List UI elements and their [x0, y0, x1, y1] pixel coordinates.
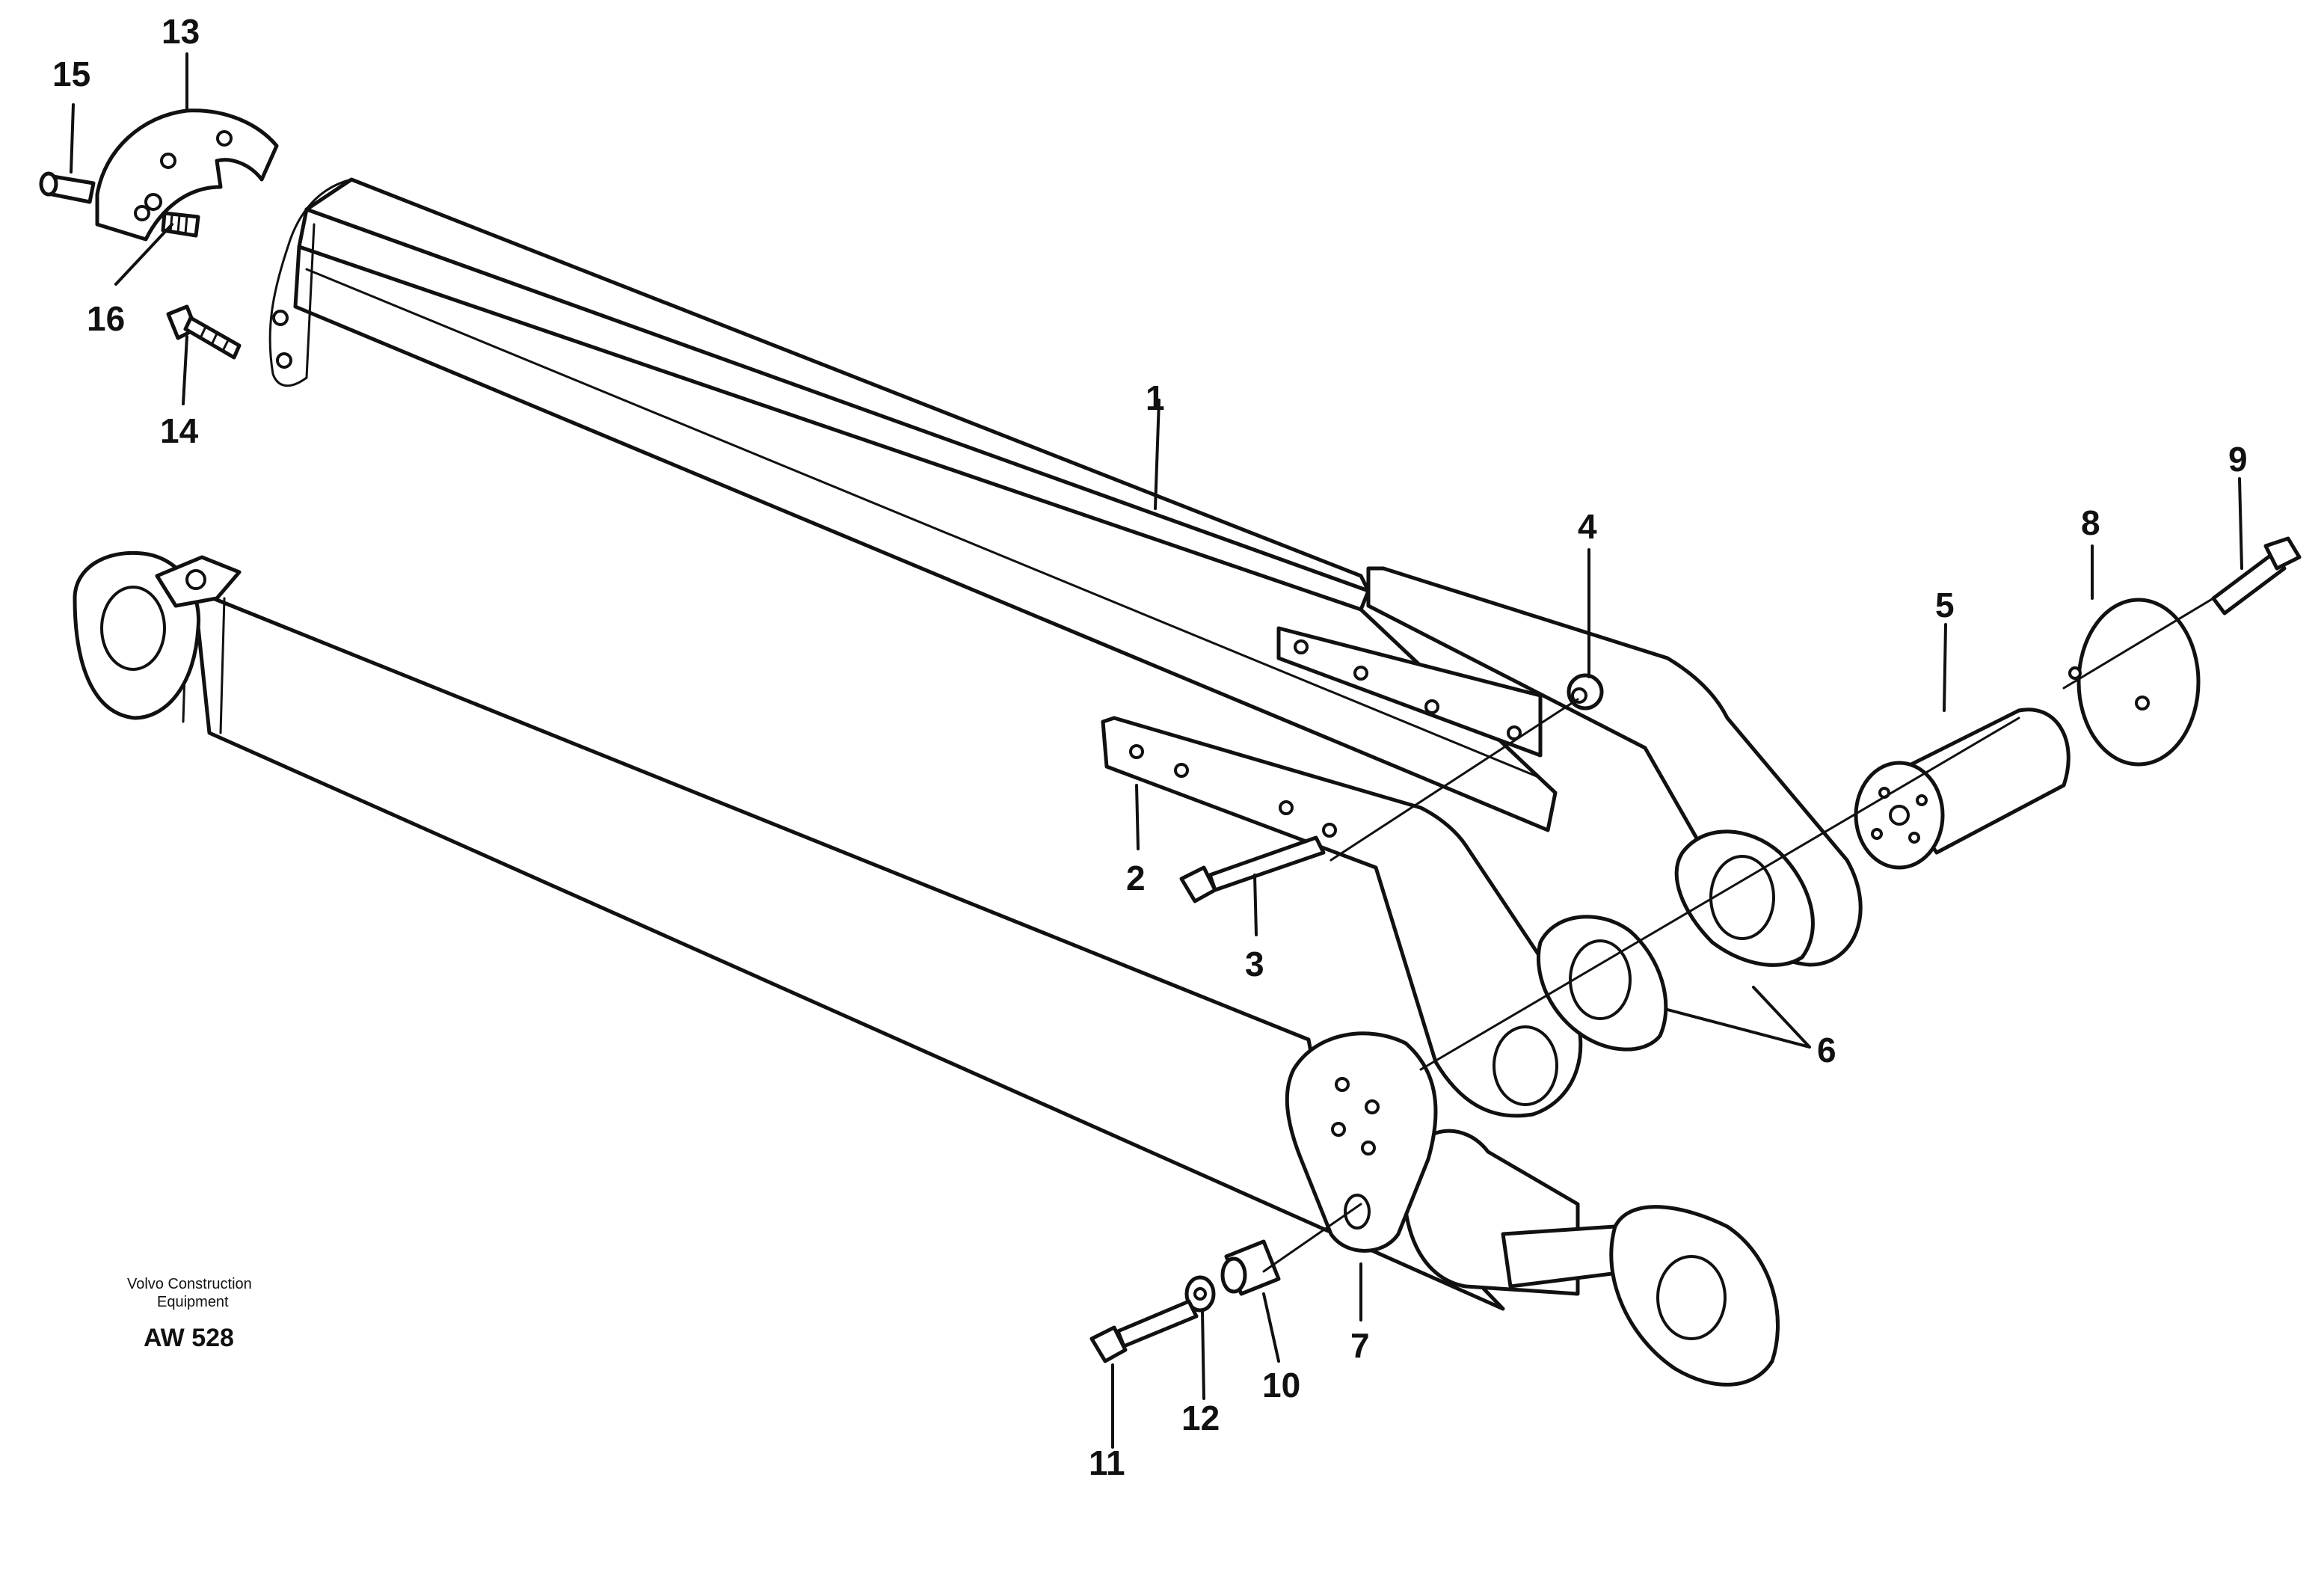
collar-half-part	[95, 108, 279, 242]
pivot-plate-part-7	[1285, 1031, 1438, 1253]
callout-7: 7	[1350, 1326, 1370, 1365]
callout-16: 16	[87, 299, 125, 338]
callout-1: 1	[1146, 378, 1165, 417]
nut-part-4	[1567, 673, 1604, 710]
callout-9: 9	[2228, 440, 2248, 479]
bushing-part-5	[1854, 708, 2071, 870]
caption-code: AW 528	[144, 1324, 234, 1352]
callout-2: 2	[1126, 859, 1146, 897]
bolt-part-3	[1179, 835, 1326, 903]
pin-part-15	[39, 171, 96, 204]
callout-4: 4	[1578, 507, 1597, 546]
callout-5: 5	[1935, 586, 1955, 624]
stud-part-16	[161, 211, 200, 238]
callout-14: 14	[160, 411, 199, 450]
bolt-part-14	[166, 304, 242, 360]
washer-part-12	[1184, 1275, 1216, 1313]
callout-8: 8	[2081, 503, 2100, 542]
guard-plate-part	[268, 177, 1558, 832]
figure-caption: Volvo Construction Equipment AW 528	[127, 1276, 252, 1352]
hydraulic-cylinder	[73, 550, 1780, 1387]
caption-line-1: Volvo Construction	[127, 1276, 252, 1292]
callout-10: 10	[1262, 1366, 1300, 1405]
callout-15: 15	[52, 55, 90, 93]
washer-disc-part-8	[2068, 598, 2201, 767]
callout-6: 6	[1817, 1031, 1836, 1069]
leader-lines	[70, 52, 2243, 1449]
callout-3: 3	[1245, 945, 1264, 983]
callout-labels: 1 2 3 4 5 6 7 8 9 10 11 12 13 14 15 16	[52, 12, 2248, 1482]
bolt-part-9	[2211, 536, 2302, 616]
assembly-axis-lines	[1262, 597, 2215, 1273]
bushing-part-10	[1220, 1239, 1281, 1296]
spacer-rings-part-6	[1536, 829, 1815, 1052]
caption-line-2: Equipment	[157, 1294, 229, 1310]
callout-11: 11	[1089, 1443, 1125, 1482]
callout-12: 12	[1181, 1399, 1220, 1437]
bracket-part-2	[1101, 716, 1583, 1118]
bolt-part-11	[1089, 1299, 1199, 1363]
callout-13: 13	[162, 12, 200, 51]
